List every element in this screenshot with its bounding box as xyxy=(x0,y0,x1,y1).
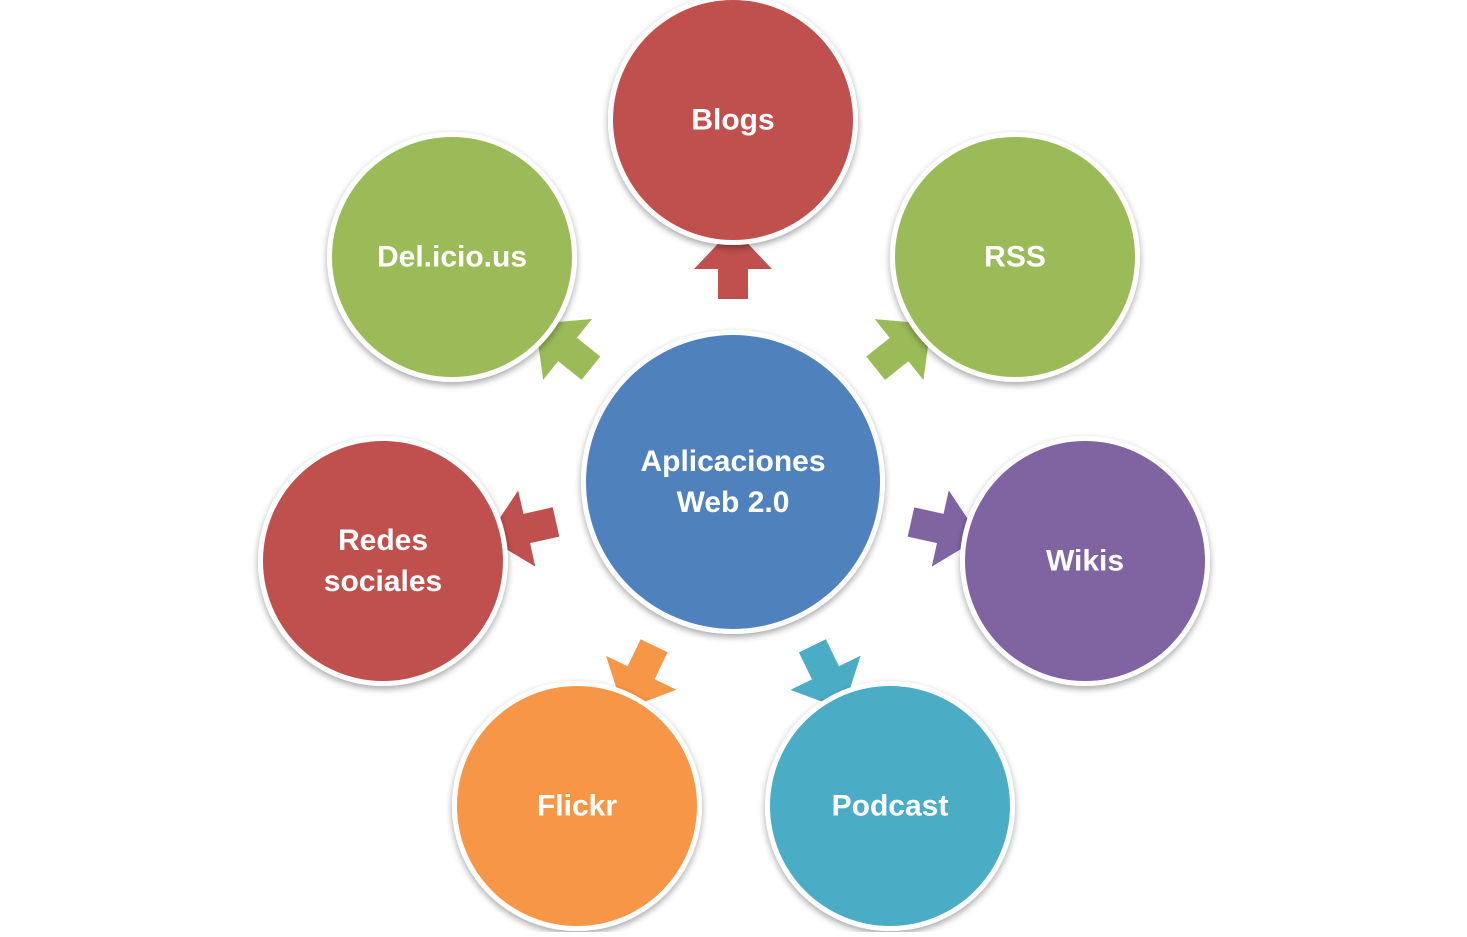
node-flickr: Flickr xyxy=(452,681,702,931)
node-rss-fill xyxy=(895,137,1135,377)
node-redes-sociales-label-line-1: Redes xyxy=(338,524,428,557)
node-redes-sociales-label-line-2: sociales xyxy=(324,565,442,598)
node-podcast: Podcast xyxy=(765,681,1015,931)
node-flickr-fill xyxy=(457,686,697,926)
node-delicious-label: Del.icio.us xyxy=(377,241,527,274)
node-wikis-label: Wikis xyxy=(1046,545,1124,578)
node-delicious-fill xyxy=(332,137,572,377)
node-rss: RSS xyxy=(890,132,1140,382)
arrow-to-blogs xyxy=(694,228,772,299)
node-podcast-fill xyxy=(770,686,1010,926)
node-delicious: Del.icio.us xyxy=(327,132,577,382)
node-redes-sociales-fill xyxy=(263,441,503,681)
node-blogs-label: Blogs xyxy=(691,104,774,137)
arrow-to-rss xyxy=(866,319,932,381)
center-label-line-2: Web 2.0 xyxy=(677,486,790,519)
node-podcast-label: Podcast xyxy=(832,790,949,823)
node-wikis: Wikis xyxy=(960,436,1210,686)
node-flickr-label: Flickr xyxy=(537,790,617,823)
arrow-to-delicious xyxy=(535,319,601,380)
node-blogs-fill xyxy=(613,0,853,240)
node-redes-sociales: Redes sociales xyxy=(258,436,508,686)
node-wikis-fill xyxy=(965,441,1205,681)
center-label-line-1: Aplicaciones xyxy=(640,445,825,478)
node-blogs: Blogs xyxy=(608,0,858,245)
node-rss-label: RSS xyxy=(984,241,1046,274)
center-node-fill xyxy=(586,335,880,629)
